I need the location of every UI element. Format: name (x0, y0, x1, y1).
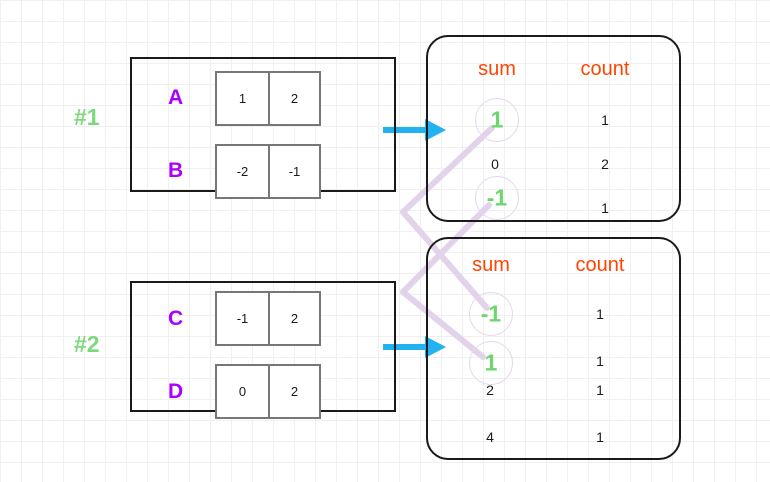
input-panel-group-1: A 1 2 B -2 -1 (130, 57, 396, 199)
output-2-row0-sum: -1 (480, 300, 502, 327)
input-cell-c-1: 2 (268, 293, 319, 344)
highlight-circle-out1-row0 (475, 98, 519, 142)
output-1-row2-sum: -1 (486, 184, 508, 211)
arrow-group1-to-output1 (383, 119, 446, 141)
output-2-row2-count: 1 (596, 382, 604, 398)
output-1-row0-sum: 1 (490, 106, 504, 133)
input-panel-group-2: C -1 2 D 0 2 (130, 281, 396, 419)
link-out1-sum1-to-out2-sum-minus1 (400, 125, 495, 311)
output-2-row2-sum: 2 (486, 382, 494, 398)
input-cell-b-1: -1 (268, 146, 319, 197)
output-2-header-count: count (575, 254, 625, 276)
input-cell-d-0: 0 (238, 384, 247, 399)
output-1-row1-sum: 0 (491, 156, 499, 172)
output-1-header-count: count (580, 58, 630, 80)
output-2-row3-count: 1 (596, 429, 604, 445)
group-label-1: #1 (74, 104, 100, 130)
input-cell-a-0: 1 (238, 91, 247, 106)
input-cells-c: -1 2 (215, 291, 321, 346)
output-2-header-sum: sum (472, 254, 510, 276)
input-cell-c-0: -1 (236, 311, 249, 326)
input-row-label-b: B (168, 159, 184, 182)
output-2-row1-sum: 1 (484, 349, 498, 376)
output-2-row1-count: 1 (596, 353, 604, 369)
input-cell-a-1: 2 (268, 73, 319, 124)
group-label-2: #2 (74, 331, 100, 357)
arrow-group2-to-output2 (383, 336, 446, 358)
output-1-row1-count: 2 (601, 156, 609, 172)
output-1-row2-count: 1 (601, 200, 609, 216)
output-1-row0-count: 1 (601, 112, 609, 128)
output-1-header-sum: sum (478, 58, 516, 80)
input-row-label-a: A (168, 86, 184, 109)
highlight-circle-out2-row0 (469, 292, 513, 336)
input-cells-b: -2 -1 (215, 144, 321, 199)
output-panel-2 (426, 237, 681, 460)
input-row-label-c: C (168, 307, 184, 330)
output-2-row0-count: 1 (596, 306, 604, 322)
input-cells-a: 1 2 (215, 71, 321, 126)
input-cell-d-1: 2 (268, 366, 319, 417)
output-panel-1 (426, 35, 681, 222)
input-cell-b-0: -2 (236, 164, 249, 179)
input-cells-d: 0 2 (215, 364, 321, 419)
link-out1-sum-minus1-to-out2-sum1 (400, 202, 492, 360)
output-2-row3-sum: 4 (486, 429, 494, 445)
input-row-label-d: D (168, 380, 184, 403)
highlight-circle-out1-row2 (475, 176, 519, 220)
highlight-circle-out2-row1 (469, 341, 513, 385)
